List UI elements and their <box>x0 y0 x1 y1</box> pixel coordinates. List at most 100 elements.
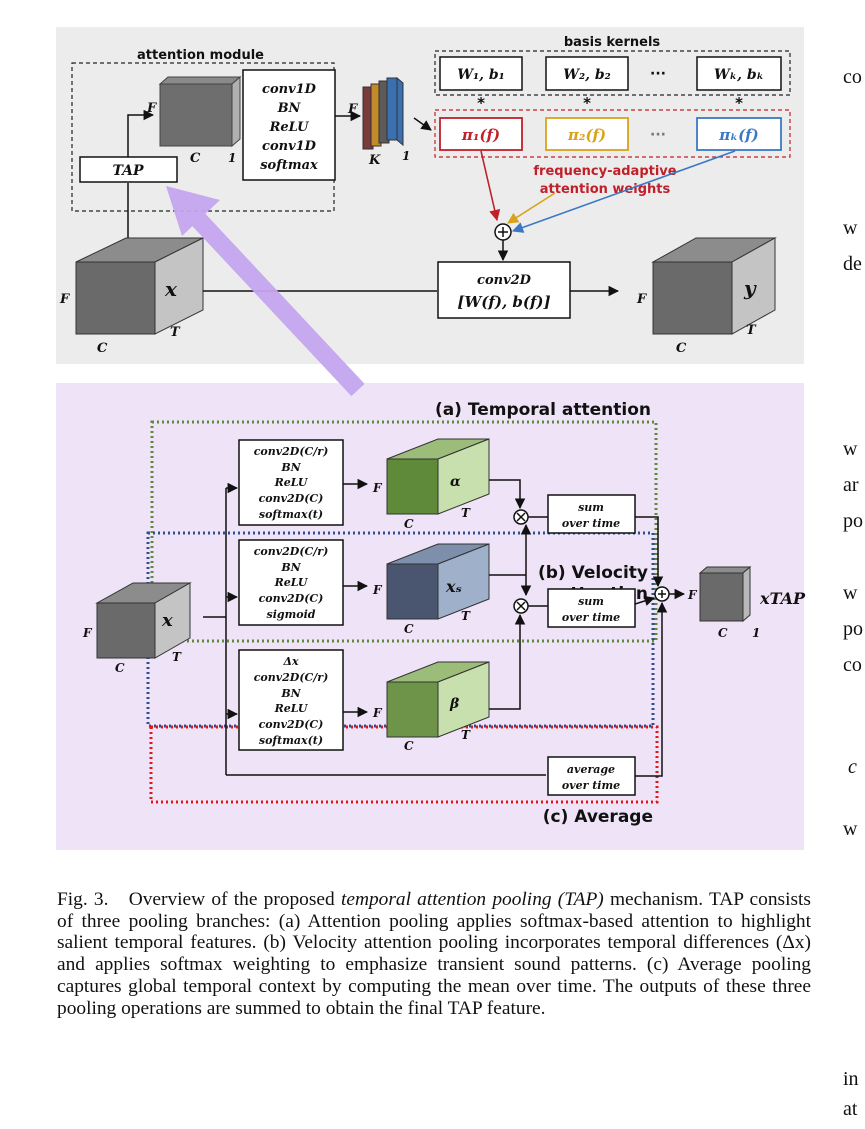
svg-text:over time: over time <box>562 611 620 624</box>
basis-kernels-box <box>434 50 791 96</box>
margin-fragment: de <box>843 253 862 275</box>
svg-text:BN: BN <box>280 687 301 700</box>
svg-text:···: ··· <box>650 66 666 82</box>
temporal-label: (a) Temporal attention <box>435 400 651 420</box>
xs-cube <box>386 543 490 620</box>
average-label: (c) Average <box>543 807 653 827</box>
svg-text:sigmoid: sigmoid <box>267 608 316 621</box>
caption-text-after: mechanism. TAP consists of three pooling… <box>57 889 811 1019</box>
conv1d-line-4: softmax <box>260 158 318 173</box>
svg-text:F: F <box>372 481 383 495</box>
branch-a-box <box>238 439 344 526</box>
svg-text:T: T <box>172 650 182 664</box>
svg-text:F: F <box>82 626 93 640</box>
conv1d-line-2: ReLU <box>269 120 310 135</box>
temporal-region <box>150 420 658 643</box>
svg-text:W₂, b₂: W₂, b₂ <box>563 67 611 83</box>
svg-text:softmax(t): softmax(t) <box>259 734 323 747</box>
weight-pi2 <box>545 117 629 151</box>
margin-fragment: c <box>848 756 857 778</box>
input-var-bottom: x <box>161 610 173 631</box>
conv1d-line-3: conv1D <box>262 139 317 154</box>
alpha-label: α <box>450 474 461 490</box>
margin-fragment: ar <box>843 474 859 496</box>
svg-text:C: C <box>718 626 728 640</box>
k-weights-stack <box>362 76 404 150</box>
svg-text:1: 1 <box>752 626 760 640</box>
margin-fragment: w <box>843 217 858 239</box>
svg-text:W₁, b₁: W₁, b₁ <box>457 67 505 83</box>
svg-text:sum: sum <box>578 501 604 514</box>
svg-text:T: T <box>746 323 757 338</box>
svg-text:F: F <box>59 292 70 307</box>
tap-figure: attention module TAP F C 1 conv1D BN ReL… <box>56 27 806 850</box>
svg-text:BN: BN <box>280 561 301 574</box>
attention-module-label: attention module <box>137 48 264 63</box>
svg-text:T: T <box>170 325 181 340</box>
svg-text:1: 1 <box>228 151 236 165</box>
caption-emph: temporal attention pooling (TAP) <box>340 889 604 910</box>
multiply-node-b <box>513 598 529 614</box>
xs-label: xₛ <box>445 577 462 596</box>
svg-text:softmax(t): softmax(t) <box>259 508 323 521</box>
svg-text:C: C <box>404 517 414 531</box>
conv2d-box <box>437 261 571 319</box>
svg-text:T: T <box>461 506 471 520</box>
svg-text:ReLU: ReLU <box>274 476 309 489</box>
margin-fragment: co <box>843 654 862 676</box>
multiply-node-a <box>513 509 529 525</box>
conv1d-line-1: BN <box>277 101 302 116</box>
margin-fragment: in <box>843 1068 859 1090</box>
svg-text:sum: sum <box>578 595 604 608</box>
svg-text:C: C <box>404 739 414 753</box>
svg-text:conv2D: conv2D <box>477 273 532 288</box>
branch-b-box <box>238 539 344 626</box>
figure-caption: Fig. 3. Overview of the proposed tempora… <box>57 889 811 1019</box>
input-cube-bottom <box>95 582 192 659</box>
conv1d-line-0: conv1D <box>262 82 317 97</box>
sum-node-top <box>494 223 512 241</box>
svg-text:F: F <box>372 583 383 597</box>
svg-text:ReLU: ReLU <box>274 576 309 589</box>
weight-pi1 <box>439 117 523 151</box>
weights-box <box>434 109 791 158</box>
output-var-top: y <box>743 276 757 300</box>
margin-fragment: co <box>843 66 862 88</box>
svg-text:Δx: Δx <box>282 655 299 668</box>
margin-fragment: w <box>843 818 858 840</box>
kernel-k <box>696 56 782 91</box>
beta-cube <box>386 661 490 738</box>
branch-c-box <box>238 649 344 751</box>
input-cube-top <box>75 237 204 335</box>
svg-text:πₖ(f): πₖ(f) <box>718 126 758 144</box>
svg-text:*: * <box>477 94 485 112</box>
xtap-cube <box>698 565 752 623</box>
svg-text:*: * <box>583 94 591 112</box>
margin-fragment: w <box>843 438 858 460</box>
weight-pik <box>696 117 782 151</box>
svg-text:F: F <box>636 292 647 307</box>
svg-text:conv2D(C): conv2D(C) <box>259 718 324 731</box>
svg-text:π₂(f): π₂(f) <box>567 126 606 144</box>
beta-label: β <box>449 696 460 712</box>
figure-label: Fig. 3. <box>57 889 109 910</box>
sum-box-b <box>547 588 636 628</box>
svg-text:K: K <box>368 153 381 168</box>
svg-text:conv2D(C/r): conv2D(C/r) <box>254 545 329 558</box>
margin-fragment: po <box>843 510 863 532</box>
svg-text:conv2D(C/r): conv2D(C/r) <box>254 445 329 458</box>
average-box <box>547 756 636 796</box>
svg-text:over time: over time <box>562 779 620 792</box>
svg-text:F: F <box>347 102 358 117</box>
svg-text:π₁(f): π₁(f) <box>461 126 500 144</box>
svg-text:Wₖ, bₖ: Wₖ, bₖ <box>714 67 764 83</box>
margin-fragment: at <box>843 1098 858 1120</box>
svg-text:BN: BN <box>280 461 301 474</box>
svg-text:conv2D(C): conv2D(C) <box>259 492 324 505</box>
sum-node-bottom <box>654 586 670 602</box>
kernel-2 <box>545 56 629 91</box>
input-var-top: x <box>164 277 178 301</box>
tap-box <box>79 156 178 183</box>
svg-text:ReLU: ReLU <box>274 702 309 715</box>
kernel-1 <box>439 56 523 91</box>
